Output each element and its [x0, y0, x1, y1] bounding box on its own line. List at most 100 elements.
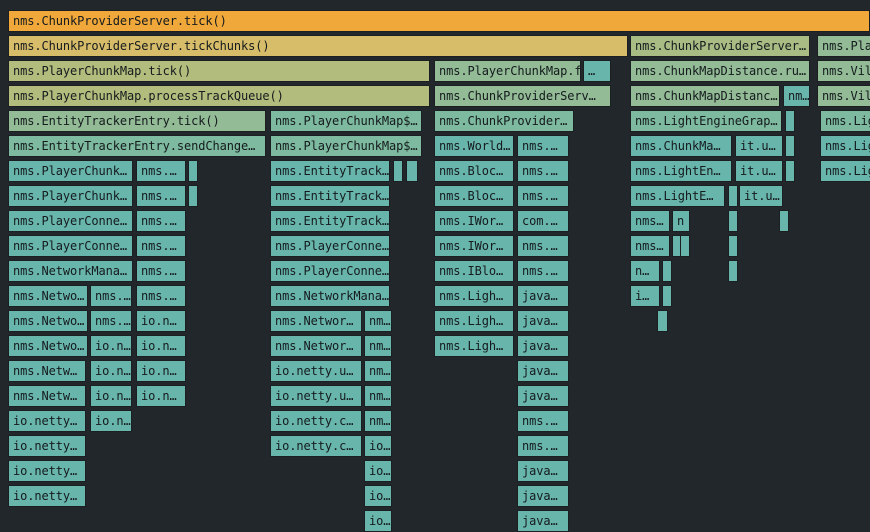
flame-frame[interactable]: io.netty… [8, 485, 86, 507]
flame-frame[interactable]: nms.… [136, 210, 186, 232]
flame-frame[interactable]: nm… [783, 85, 810, 107]
flame-frame[interactable]: com.… [517, 210, 569, 232]
flame-frame[interactable]: nms.LightEngineGrap… [630, 110, 782, 132]
flame-frame[interactable] [728, 235, 738, 257]
flame-frame[interactable]: nms.Play [817, 35, 870, 57]
flame-frame[interactable]: nms.… [136, 260, 186, 282]
flame-frame[interactable]: nms.ChunkMapDistanc… [630, 85, 780, 107]
flame-frame[interactable]: nms.Ligh… [434, 335, 514, 357]
flame-frame[interactable]: nms.EntityTrack… [270, 185, 390, 207]
flame-frame[interactable]: nms.LightE… [630, 185, 725, 207]
flame-frame[interactable]: io… [364, 460, 392, 482]
flame-frame[interactable]: nms.… [136, 160, 186, 182]
flame-frame[interactable]: io.n… [90, 335, 132, 357]
flame-frame[interactable]: io… [364, 435, 392, 457]
flame-frame[interactable] [662, 285, 672, 307]
flame-frame[interactable]: nm… [364, 410, 392, 432]
flame-frame[interactable]: nms.… [517, 410, 569, 432]
flame-frame[interactable]: io.netty.u… [270, 360, 362, 382]
flame-frame[interactable]: java… [517, 510, 569, 532]
flame-frame[interactable]: nms.PlayerChunkMap.processTrackQueue() [8, 85, 430, 107]
flame-frame[interactable]: io.n… [90, 360, 132, 382]
flame-frame[interactable]: java… [517, 485, 569, 507]
flame-frame[interactable]: java… [517, 460, 569, 482]
flame-frame[interactable]: it.u… [735, 160, 783, 182]
flame-frame[interactable]: nms.… [517, 235, 569, 257]
flame-frame[interactable]: nms.Ligh [820, 135, 870, 157]
flame-frame[interactable] [728, 210, 738, 232]
flame-frame[interactable]: nms.World… [434, 135, 514, 157]
flame-frame[interactable]: io.netty… [8, 460, 86, 482]
flame-frame[interactable] [779, 210, 789, 232]
flame-frame[interactable]: nms.ChunkProviderServer.tick() [8, 10, 870, 32]
flame-frame[interactable]: nms.Netwo… [8, 310, 88, 332]
flame-frame[interactable]: io.netty.c… [270, 410, 362, 432]
flame-frame[interactable]: nms.… [136, 235, 186, 257]
flame-frame[interactable]: nms.… [90, 310, 132, 332]
flame-frame[interactable]: nms.Netw… [8, 385, 86, 407]
flame-frame[interactable]: nms.Bloc… [434, 160, 514, 182]
flame-frame[interactable]: … [583, 60, 611, 82]
flame-frame[interactable]: io.n… [90, 410, 132, 432]
flame-frame[interactable]: io.n… [90, 385, 132, 407]
flame-frame[interactable]: nms.PlayerChunkMap.tick() [8, 60, 430, 82]
flame-frame[interactable]: nms.… [136, 285, 186, 307]
flame-frame[interactable]: io… [364, 510, 392, 532]
flame-frame[interactable]: nms.Networ… [270, 310, 362, 332]
flame-frame[interactable]: io.netty… [8, 435, 86, 457]
flame-frame[interactable]: nms.Ligh [820, 110, 870, 132]
flame-frame[interactable] [785, 135, 795, 157]
flame-frame[interactable]: nms.PlayerConne… [270, 260, 390, 282]
flame-frame[interactable]: nms.PlayerChunkMap$… [270, 135, 422, 157]
flame-frame[interactable]: it.u… [739, 185, 783, 207]
flame-frame[interactable]: nms.NetworkMana… [8, 260, 133, 282]
flame-frame[interactable]: nms.NetworkMana… [270, 285, 390, 307]
flame-frame[interactable]: nms.LightEn… [630, 160, 732, 182]
flame-frame[interactable]: nms.… [136, 185, 186, 207]
flame-frame[interactable] [188, 185, 198, 207]
flame-frame[interactable]: nms.… [517, 435, 569, 457]
flame-frame[interactable]: io.n… [136, 310, 186, 332]
flame-frame[interactable]: nms.Networ… [270, 335, 362, 357]
flame-frame[interactable]: nm… [364, 335, 392, 357]
flame-frame[interactable]: nms.IBlo… [434, 260, 514, 282]
flame-frame[interactable]: nms.ChunkMa… [630, 135, 732, 157]
flame-frame[interactable]: n… [630, 260, 660, 282]
flame-frame[interactable]: java… [517, 385, 569, 407]
flame-frame[interactable]: i… [630, 285, 660, 307]
flame-frame[interactable]: nms.PlayerConne… [8, 235, 133, 257]
flame-frame[interactable]: java… [517, 335, 569, 357]
flame-frame[interactable]: nms.IWor… [434, 210, 514, 232]
flame-frame[interactable]: nms… [630, 210, 670, 232]
flame-frame[interactable]: nms.ChunkProviderServer.tickChunks() [8, 35, 628, 57]
flame-frame[interactable]: nms.… [517, 260, 569, 282]
flame-frame[interactable]: io.n… [136, 385, 186, 407]
flame-frame[interactable]: nms.PlayerConne… [270, 235, 390, 257]
flame-frame[interactable]: nm… [364, 310, 392, 332]
flame-frame[interactable]: nms.PlayerChunk… [8, 160, 133, 182]
flame-frame[interactable]: it.u… [735, 135, 783, 157]
flame-frame[interactable]: nms.EntityTrack… [270, 210, 390, 232]
flame-frame[interactable] [657, 310, 668, 332]
flame-frame[interactable] [662, 260, 672, 282]
flame-frame[interactable]: nms.PlayerConne… [8, 210, 133, 232]
flame-frame[interactable]: nms.Netwo… [8, 335, 88, 357]
flame-frame[interactable]: nms.EntityTrack… [270, 160, 390, 182]
flame-frame[interactable] [728, 260, 738, 282]
flame-frame[interactable]: java… [517, 285, 569, 307]
flame-frame[interactable]: io.netty… [8, 410, 86, 432]
flame-frame[interactable]: io… [364, 485, 392, 507]
flame-frame[interactable]: nms.ChunkProviderServer… [630, 35, 810, 57]
flame-frame[interactable]: io.netty.u… [270, 385, 362, 407]
flame-frame[interactable]: nms.Vill [817, 85, 870, 107]
flame-frame[interactable] [785, 160, 795, 182]
flame-frame[interactable] [785, 110, 795, 132]
flame-frame[interactable]: nms.Ligh [820, 160, 870, 182]
flame-frame[interactable]: nms.… [517, 160, 569, 182]
flame-frame[interactable]: nms.… [90, 285, 132, 307]
flame-frame[interactable] [406, 160, 418, 182]
flame-frame[interactable]: nms.Ligh… [434, 285, 514, 307]
flame-frame[interactable] [188, 160, 198, 182]
flame-frame[interactable] [393, 160, 403, 182]
